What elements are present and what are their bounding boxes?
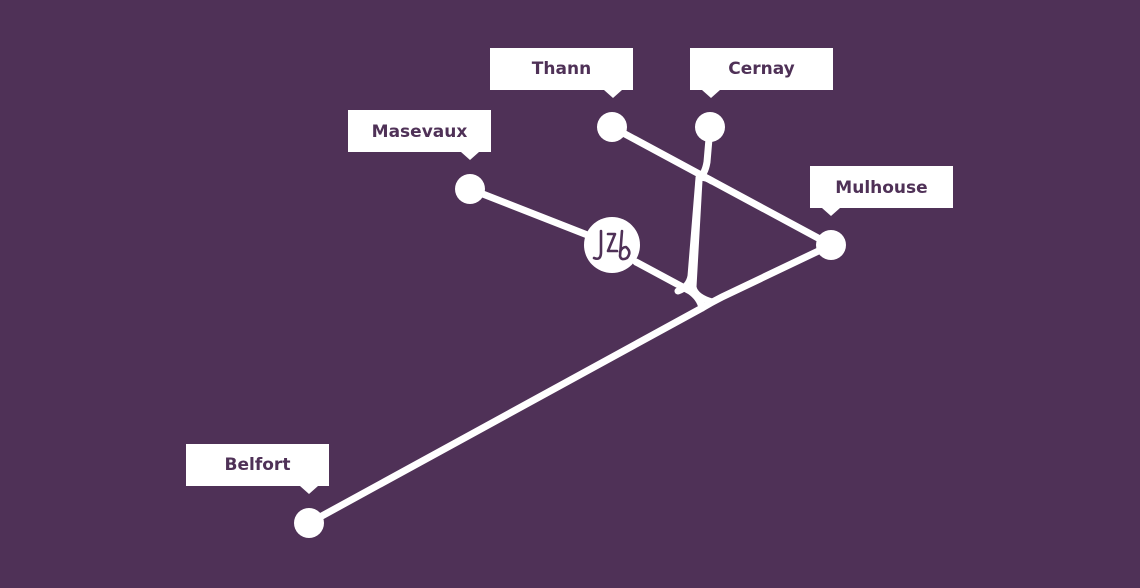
route-cross-link (689, 176, 716, 306)
label-mulhouse: Mulhouse (810, 166, 953, 216)
station-thann[interactable] (597, 112, 627, 142)
route-lines (305, 123, 835, 527)
station-dots (294, 112, 846, 538)
label-cernay: Cernay (690, 48, 833, 98)
label-thann: Thann (490, 48, 633, 98)
station-mulhouse[interactable] (816, 230, 846, 260)
station-masevaux[interactable] (455, 174, 485, 204)
label-belfort: Belfort (186, 444, 329, 494)
route-belfort-mulhouse (305, 241, 835, 527)
label-cernay-text: Cernay (728, 59, 795, 79)
route-thann-mulhouse (608, 123, 835, 249)
jzb-monogram-icon (584, 217, 640, 273)
label-belfort-text: Belfort (225, 455, 291, 475)
label-masevaux-text: Masevaux (372, 122, 468, 142)
station-cernay[interactable] (695, 112, 725, 142)
label-mulhouse-text: Mulhouse (835, 178, 927, 198)
label-masevaux: Masevaux (348, 110, 491, 160)
label-thann-text: Thann (532, 59, 591, 79)
station-belfort[interactable] (294, 508, 324, 538)
